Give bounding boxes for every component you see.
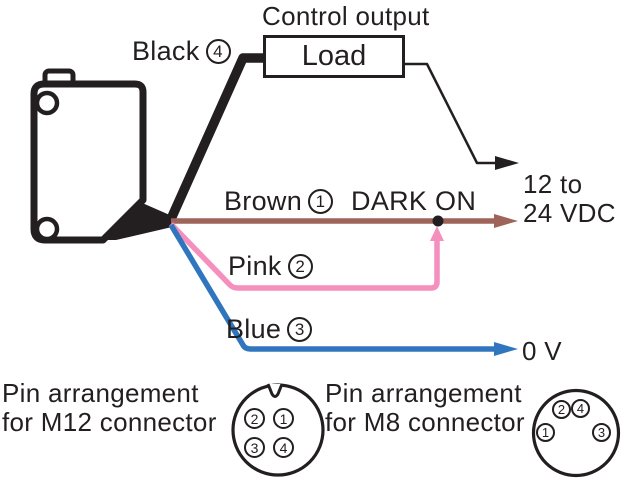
load-box: Load [263,35,405,78]
supply-voltage-line1: 12 to [523,169,583,199]
load-label: Load [301,40,367,72]
pink-wire-arrowhead [430,226,444,241]
pink-wire-name: Pink [228,251,282,281]
zero-volt-label: 0 V [522,336,562,366]
brown-wire-pin-number: 1 [308,189,334,214]
black-wire [166,53,265,221]
supply-voltage-line2: 24 VDC [523,198,616,228]
m8-pin-3: 3 [592,423,611,442]
black-wire-pin-number: 4 [205,39,231,64]
m12-caption: Pin arrangement for M12 connector [2,379,217,437]
black-wire-label: Black 4 [132,37,231,66]
m12-caption-line1: Pin arrangement [2,378,199,408]
blue-wire-name: Blue [226,314,282,344]
supply-voltage-label: 12 to 24 VDC [523,170,616,228]
sensor-mounting-hole-top [34,90,60,116]
load-to-supply-line [404,62,497,165]
m8-caption-line1: Pin arrangement [325,378,522,408]
m12-pin-1: 1 [273,408,294,429]
supply-arrowhead [495,156,519,170]
blue-wire-pin-number: 3 [287,317,313,342]
brown-wire-name: Brown [224,186,303,216]
cable-exit-wedge [104,202,172,240]
m12-caption-line2: for M12 connector [2,407,217,437]
m12-pin-4: 4 [273,437,294,458]
pink-wire [169,222,440,291]
blue-wire [168,223,497,352]
blue-wire-label: Blue 3 [226,314,313,344]
m12-pin-3: 3 [244,437,265,458]
pink-wire-label: Pink 2 [228,252,313,281]
dark-on-label: DARK ON [351,186,477,216]
brown-wire-label: Brown 1 DARK ON [224,187,476,216]
control-output-label: Control output [262,1,430,31]
m8-pin-1: 1 [536,423,555,442]
m12-keyway-notch [266,383,284,398]
sensor-body [30,80,147,244]
blue-wire-arrowhead [494,342,518,356]
m8-pin-4: 4 [571,399,590,418]
pink-wire-pin-number: 2 [287,254,313,279]
sensor-mounting-hole-bottom [34,216,60,242]
brown-wire-arrowhead [494,214,518,228]
m8-caption-line2: for M8 connector [325,407,525,437]
m8-caption: Pin arrangement for M8 connector [325,379,525,437]
m12-connector-face [231,383,325,477]
m8-pin-2: 2 [552,400,571,419]
m12-pin-2: 2 [244,408,265,429]
black-wire-name: Black [132,36,200,66]
junction-dot [432,215,444,227]
